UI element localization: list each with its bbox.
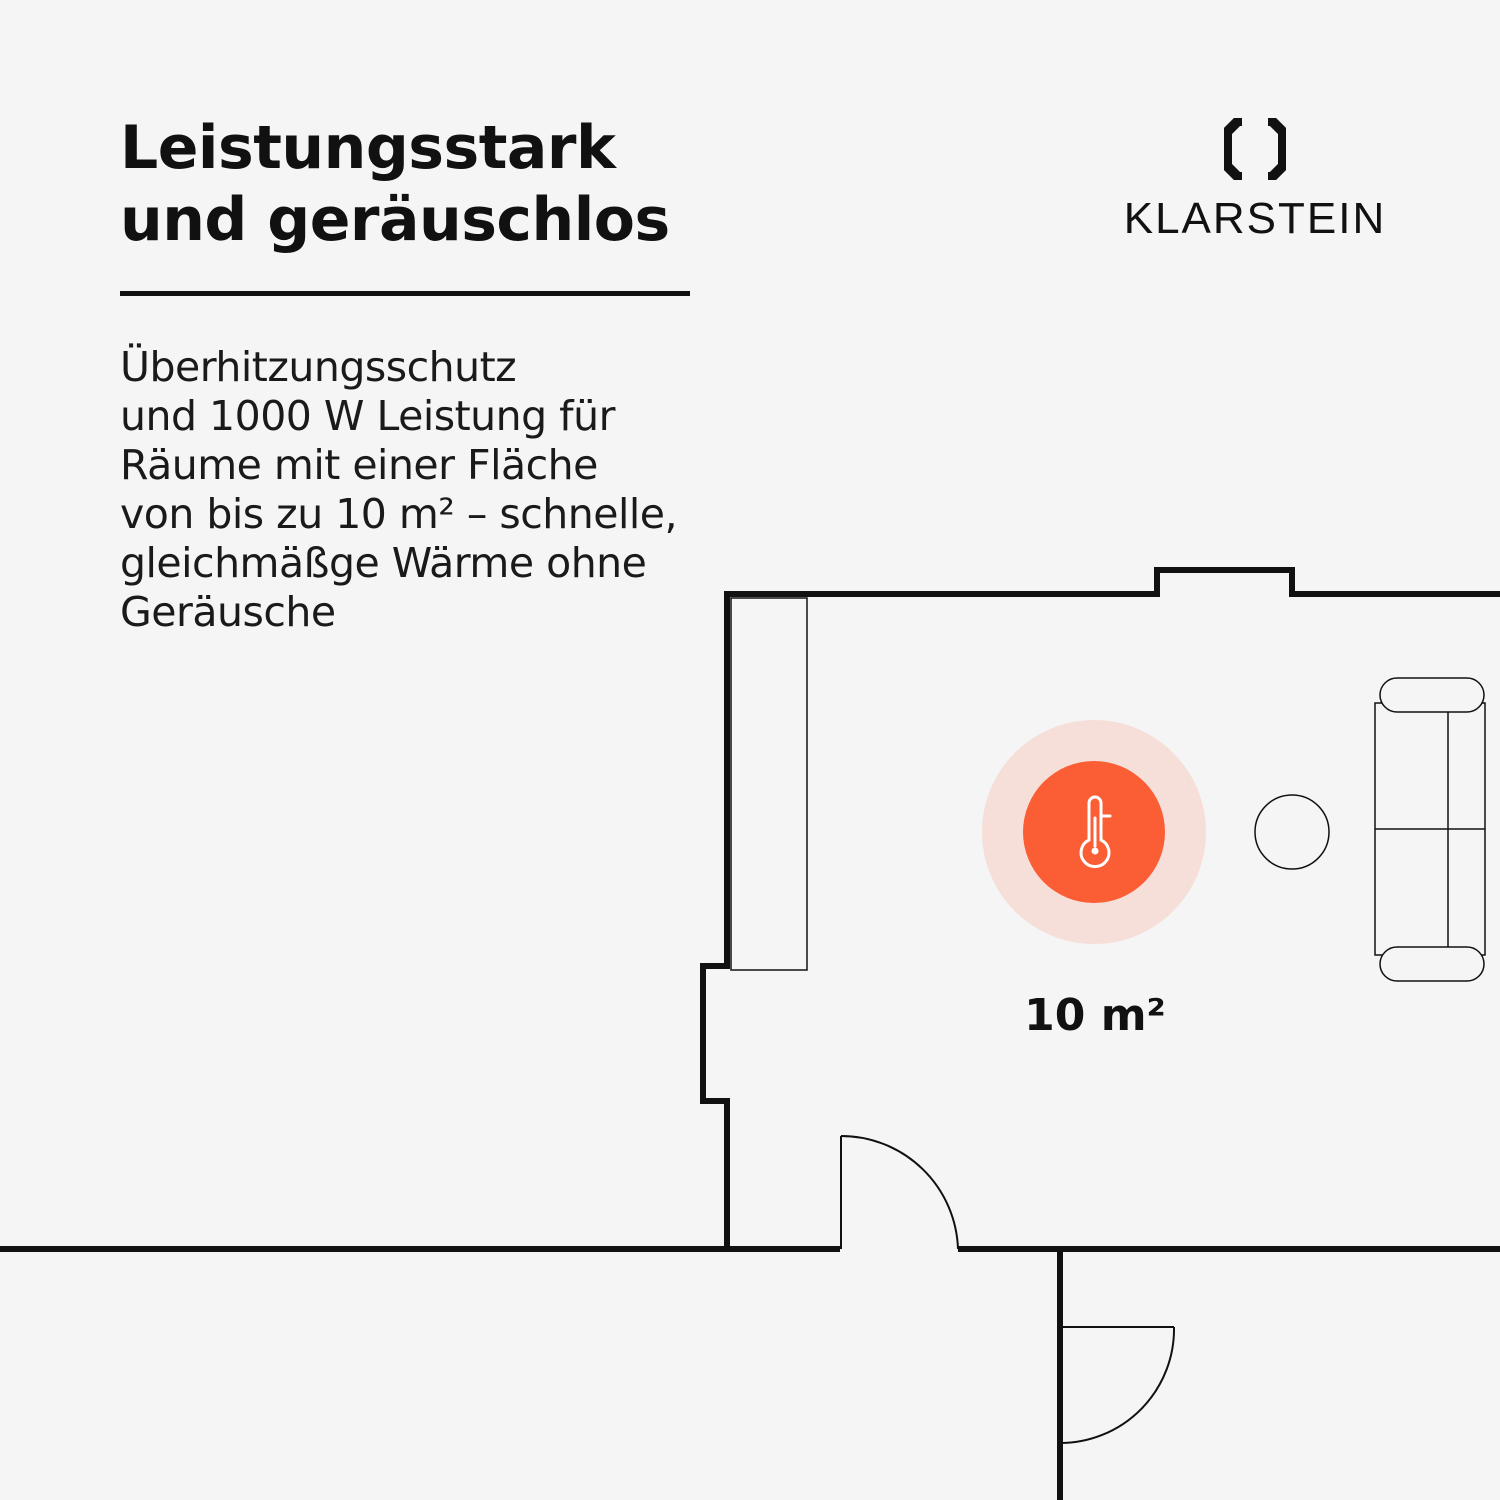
brand-logo: KLARSTEIN bbox=[1120, 118, 1390, 244]
door-swing-arc-2 bbox=[1059, 1326, 1176, 1444]
description: Überhitzungsschutz und 1000 W Leistung f… bbox=[120, 343, 678, 637]
brand-name: KLARSTEIN bbox=[1123, 194, 1387, 243]
description-line-2: und 1000 W Leistung für bbox=[120, 392, 615, 440]
thermometer-icon bbox=[1079, 795, 1112, 869]
side-table bbox=[1254, 794, 1330, 870]
area-label: 10 m² bbox=[1024, 990, 1166, 1041]
headline-line-2: und geräuschlos bbox=[120, 185, 670, 255]
sofa-arm-top bbox=[1379, 677, 1485, 713]
room-wall bbox=[700, 567, 1500, 1249]
description-line-3: Räume mit einer Fläche bbox=[120, 441, 598, 489]
klarstein-logo-icon bbox=[1224, 118, 1286, 180]
description-line-4: von bis zu 10 m² – schnelle, bbox=[120, 490, 678, 538]
headline-divider bbox=[120, 291, 690, 296]
headline-line-1: Leistungsstark bbox=[120, 113, 616, 183]
description-line-5: gleichmäßge Wärme ohne bbox=[120, 539, 647, 587]
cabinet bbox=[730, 597, 808, 971]
headline: Leistungsstark und geräuschlos bbox=[120, 112, 670, 256]
sofa-arm-bottom bbox=[1379, 946, 1485, 982]
description-line-6: Geräusche bbox=[120, 588, 336, 636]
description-line-1: Überhitzungsschutz bbox=[120, 343, 517, 391]
door-swing-arc bbox=[840, 1135, 959, 1250]
